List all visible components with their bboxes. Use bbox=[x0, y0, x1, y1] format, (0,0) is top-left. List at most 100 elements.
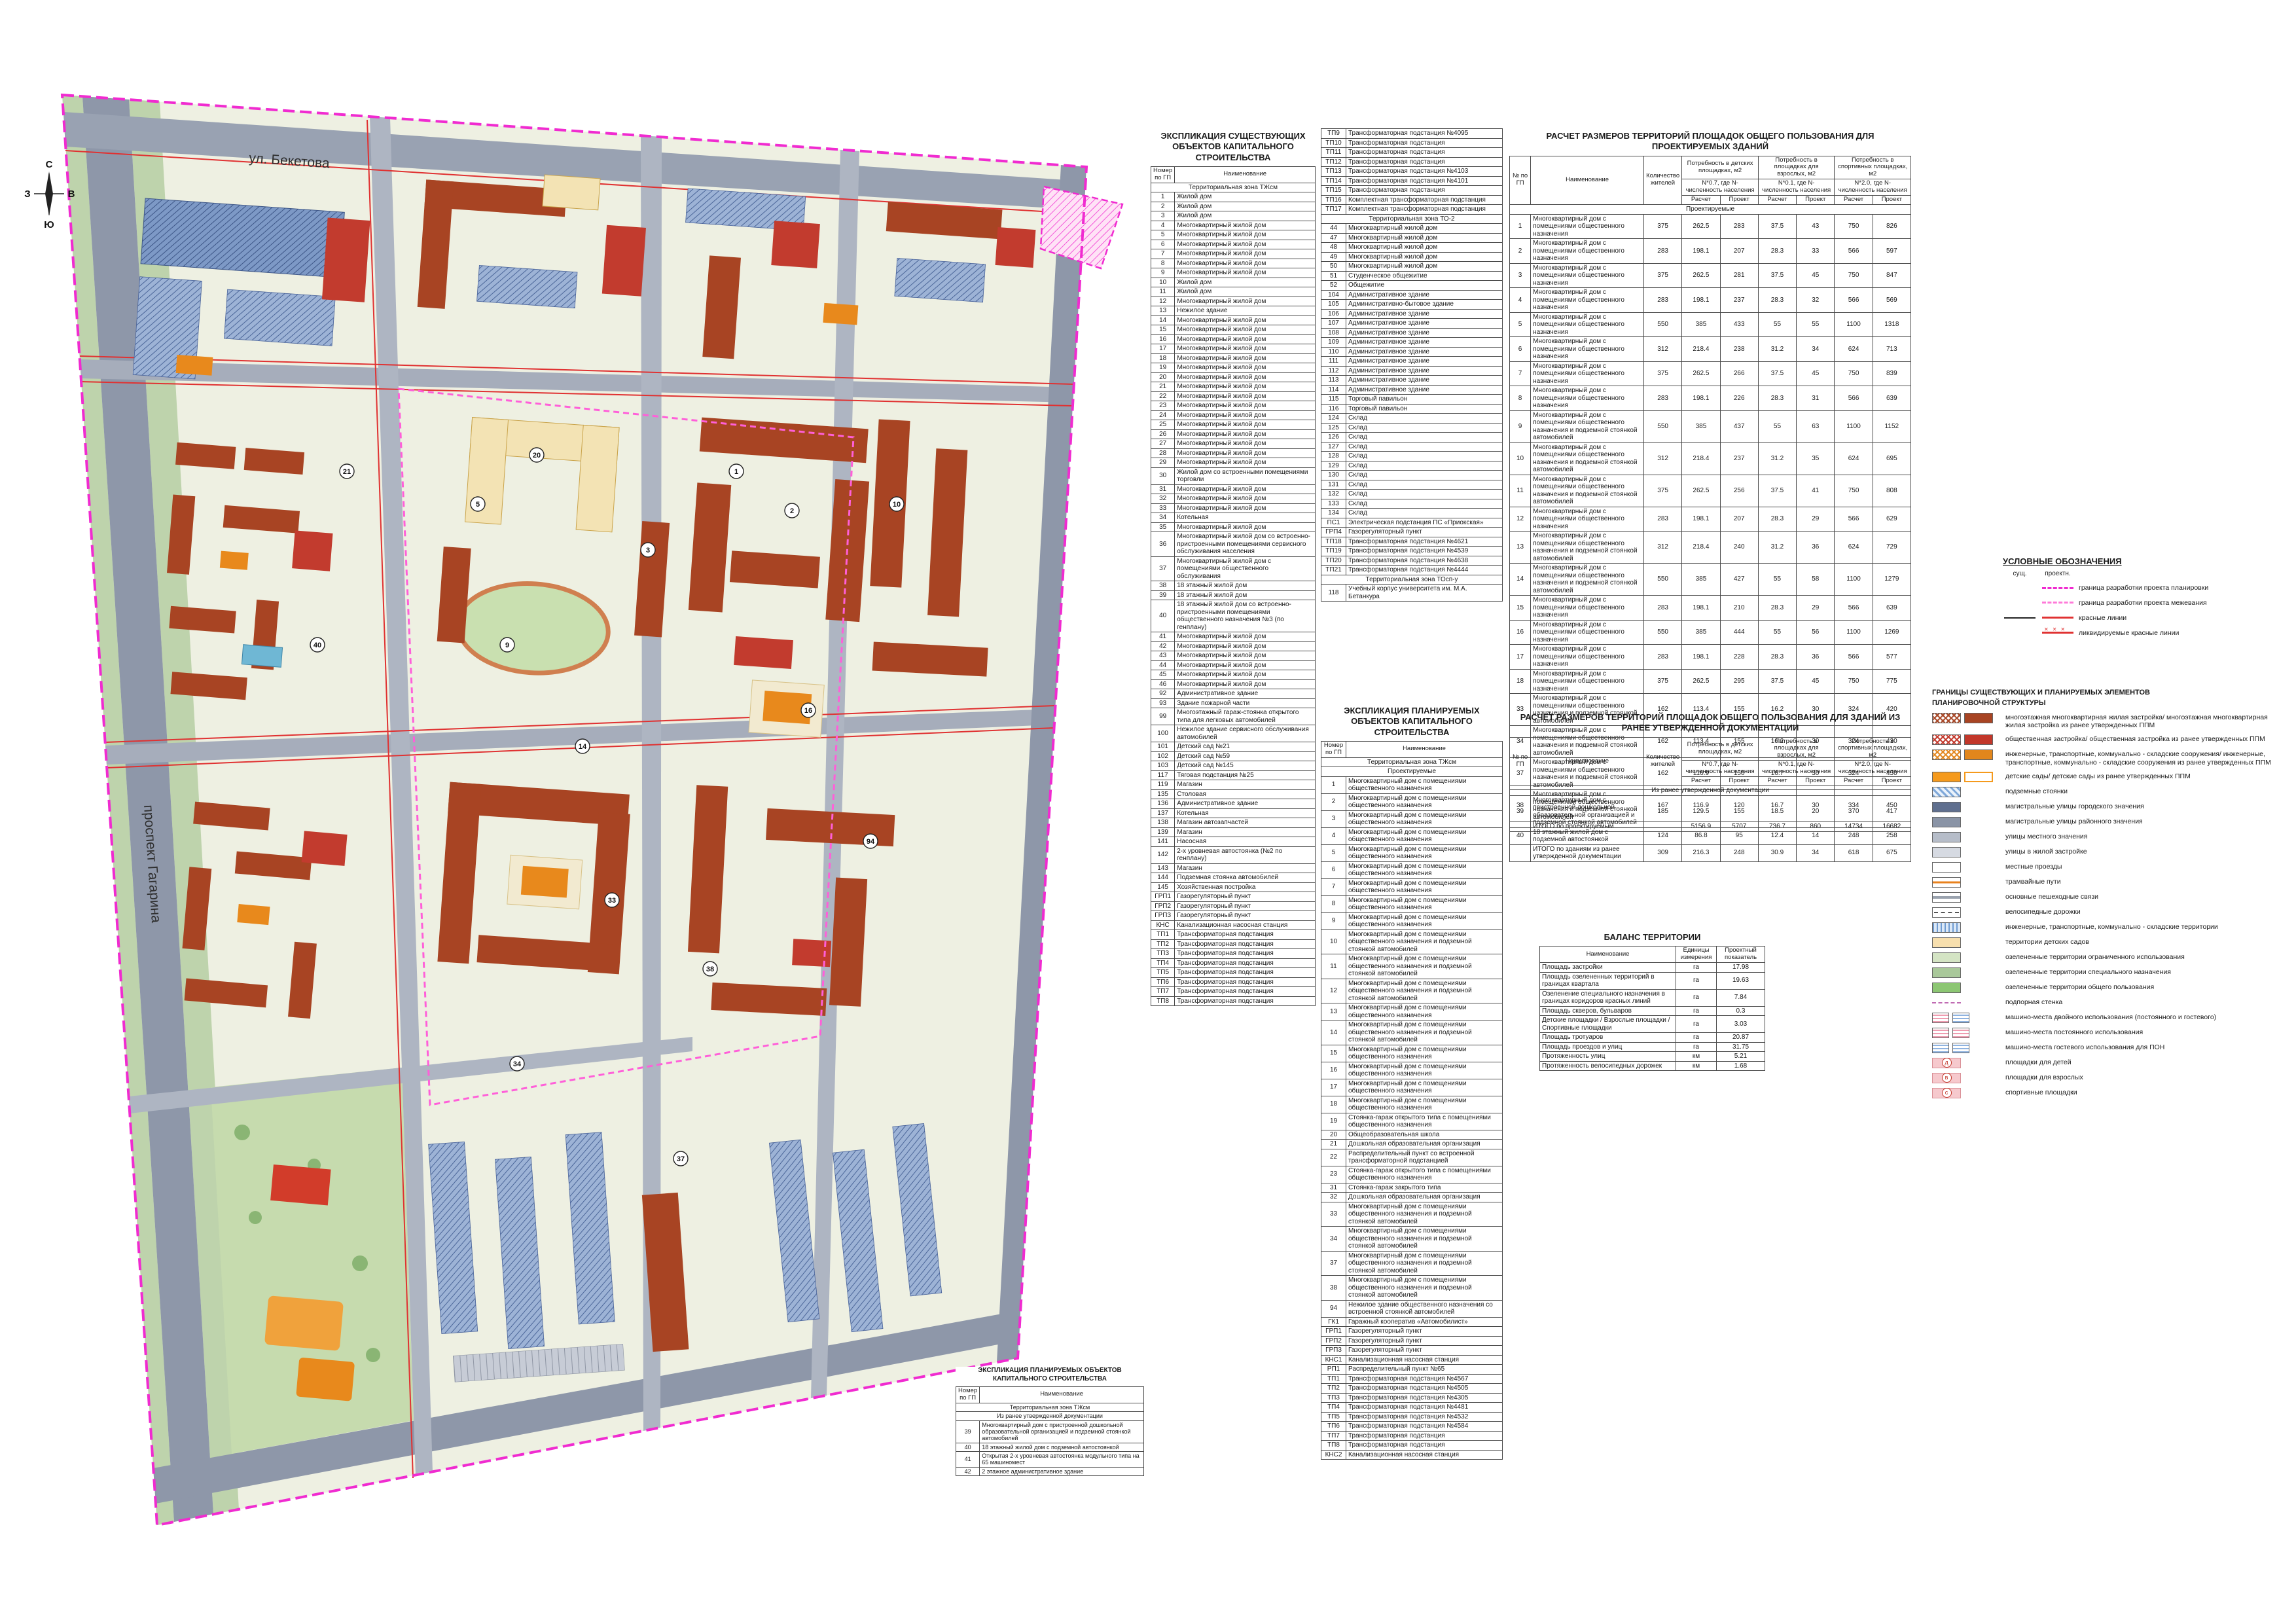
legend-item-label: улицы в жилой застройке bbox=[2005, 847, 2087, 856]
legend-item-label: площадки для взрослых bbox=[2005, 1073, 2083, 1081]
pp-pink-swatch bbox=[1932, 1012, 1949, 1023]
kids-terr-swatch bbox=[1932, 937, 1961, 948]
existing-objects-table-1: Номер по ГП Наименование Территориальная… bbox=[1150, 166, 1316, 1007]
st-local-swatch bbox=[1932, 831, 1961, 842]
legend-item-label: трамвайные пути bbox=[2005, 877, 2061, 886]
boundaries-legend-subtitle: ПЛАНИРОВОЧНОЙ СТРУКТУРЫ bbox=[1932, 698, 2046, 707]
project-boundary bbox=[60, 93, 1088, 1527]
table-row: Проектируемые bbox=[1321, 767, 1503, 777]
calc-subcol: Расчет bbox=[1757, 776, 1797, 787]
kind-o-swatch bbox=[1964, 771, 1993, 782]
planned-previous-table: Номер по ГП Наименование Территориальная… bbox=[955, 1386, 1144, 1476]
building-number-marker: 21 bbox=[339, 463, 355, 479]
table-row: Территориальная зона ТОсп-у bbox=[1321, 574, 1503, 585]
x-r-line-swatch bbox=[2042, 626, 2073, 634]
legend-item: детские сады/ детские сады из ранее утве… bbox=[1932, 771, 2289, 782]
kind-swatch bbox=[1932, 771, 1961, 782]
calc-formula-adults: N*0.1, где N- численность населения bbox=[1757, 179, 1835, 196]
balance-panel: БАЛАНС ТЕРРИТОРИИ Наименование Единицы и… bbox=[1539, 932, 1765, 1072]
legend-item: машино-места постоянного использования bbox=[1932, 1027, 2289, 1038]
building-number-marker: 3 bbox=[640, 542, 656, 558]
mezhevanie-boundary bbox=[397, 388, 855, 1106]
building-number-marker: 34 bbox=[509, 1056, 525, 1072]
res-h-swatch bbox=[1932, 712, 1961, 723]
green-pub-swatch bbox=[1932, 982, 1961, 993]
svg-text:10: 10 bbox=[893, 501, 901, 509]
planned-previous-panel: ЭКСПЛИКАЦИЯ ПЛАНИРУЕМЫХ ОБЪЕКТОВ КАПИТАЛ… bbox=[955, 1367, 1144, 1476]
building-number-marker: 16 bbox=[800, 702, 816, 718]
park-playground bbox=[264, 1164, 355, 1401]
legend-item-label: машино-места гостевого использования для… bbox=[2005, 1043, 2165, 1051]
calc-previous-table: № по ГП Наименование Количество жителей … bbox=[1509, 736, 1912, 862]
playground-swatch: с bbox=[1932, 1087, 1961, 1098]
calc-previous-title: РАСЧЕТ РАЗМЕРОВ ТЕРРИТОРИЙ ПЛОЩАДОК ОБЩЕ… bbox=[1520, 712, 1901, 733]
calc-previous-panel: РАСЧЕТ РАЗМЕРОВ ТЕРРИТОРИЙ ПЛОЩАДОК ОБЩЕ… bbox=[1509, 712, 1912, 862]
legend-item-label: улицы местного значения bbox=[2005, 832, 2088, 840]
wall-swatch bbox=[1932, 997, 1961, 1008]
compass-north-label: С bbox=[46, 159, 53, 170]
legend-item: трамвайные пути bbox=[1932, 876, 2289, 888]
pp-blue-swatch bbox=[1952, 1012, 1969, 1023]
legend-item: местные проезды bbox=[1932, 861, 2289, 873]
calc-formula-sport: N*2.0, где N- численность населения bbox=[1834, 179, 1911, 196]
